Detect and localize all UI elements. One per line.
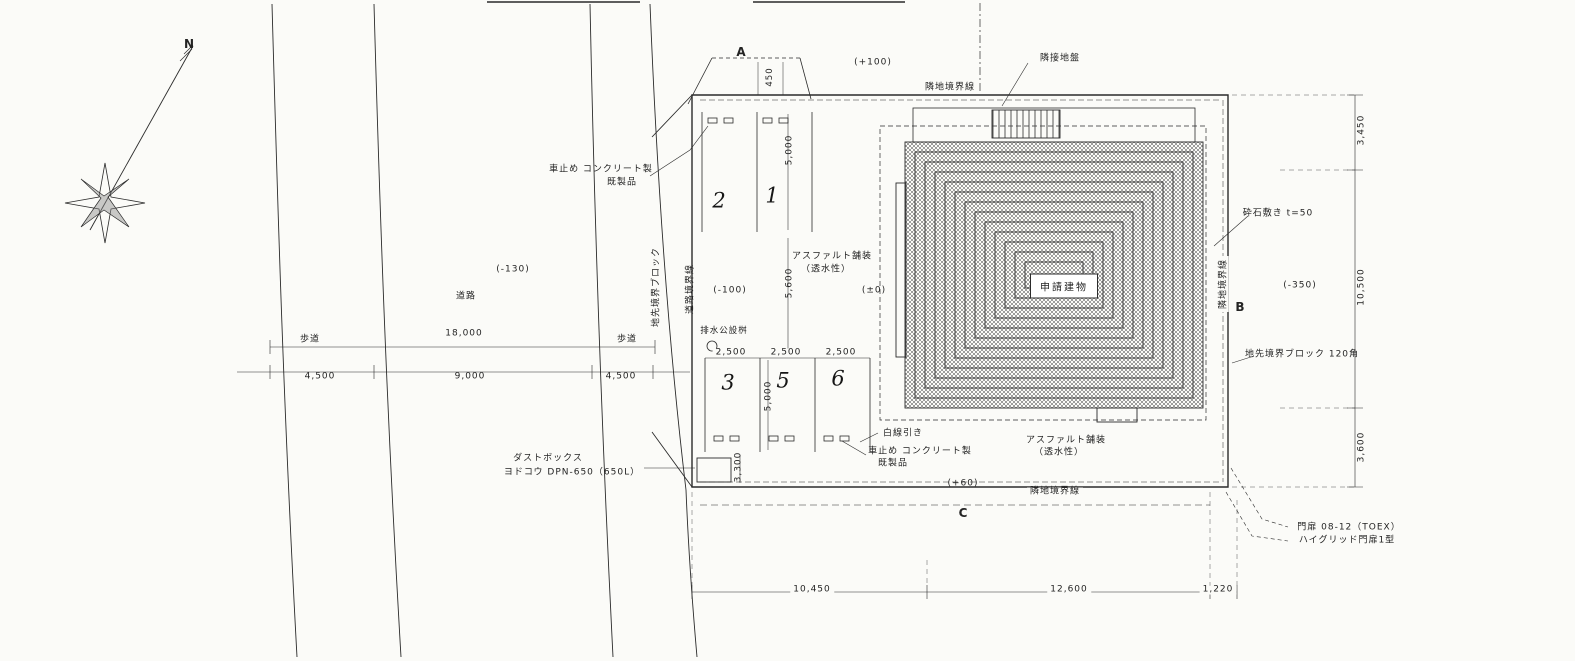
boundary-bottom-label: 隣地境界線 <box>1026 487 1084 497</box>
section-marker-b: B <box>1235 300 1245 314</box>
dustbox-note-line1: ダストボックス <box>513 453 583 464</box>
boundary-right-label: 隣地境界線 <box>1219 255 1229 313</box>
level-east-label: (-350) <box>1283 280 1317 291</box>
east-dim-mid: 10,500 <box>1357 265 1367 309</box>
road-boundary-label: 道路境界線 <box>685 263 696 315</box>
parking-depth-bottom-dim: 5,000 <box>763 380 774 412</box>
east-dimension-line <box>1232 94 1363 488</box>
building-name-box: 申請建物 <box>1030 273 1098 299</box>
wheel-stop <box>723 117 734 124</box>
north-arrow <box>64 44 194 244</box>
south-dim-right: 1,220 <box>1199 585 1237 595</box>
parking-dimension-chain <box>739 114 789 483</box>
road-dim-center: 9,000 <box>451 372 489 382</box>
east-dim-top: 3,450 <box>1357 111 1367 149</box>
north-label: N <box>183 37 195 51</box>
wheel-stop <box>784 435 795 442</box>
wheel-stop <box>707 117 718 124</box>
basin-label: 排水公設桝 <box>700 325 748 336</box>
section-marker-c: C <box>958 506 968 520</box>
wheel-stop <box>778 117 789 124</box>
parking-number-1: 1 <box>765 183 779 208</box>
parking-number-2: 2 <box>712 188 726 213</box>
wheel-stop <box>839 435 850 442</box>
south-dim-left: 10,450 <box>790 585 834 595</box>
leader-lines <box>644 62 1255 469</box>
dustbox-outline <box>696 457 732 483</box>
boundary-top-label: 隣地境界線 <box>921 83 979 93</box>
adjacent-ground-label: 隣接地盤 <box>1039 53 1081 64</box>
frontage-block-label: 地先境界ブロック <box>651 246 662 328</box>
parking-number-5: 5 <box>776 368 790 393</box>
road-dim-left: 4,500 <box>301 372 339 382</box>
entrance-gate-area <box>687 57 812 105</box>
gate-note-line1: 門扉 08-12（TOEX） <box>1297 522 1401 533</box>
gate-offset-dim: 450 <box>764 67 775 87</box>
entrance-steps-hatch <box>991 109 1061 139</box>
road-dim-total: 18,000 <box>442 329 486 339</box>
sidewalk-left-label: 歩道 <box>299 334 321 345</box>
asphalt-note-line1: アスファルト舗装 <box>791 251 873 262</box>
wheel-stop-note-line2: 既製品 <box>606 177 638 188</box>
road-level-label: (-130) <box>496 264 530 275</box>
road-label: 道路 <box>455 291 477 302</box>
east-dim-bottom: 3,600 <box>1357 428 1367 466</box>
wheel-stop <box>762 117 773 124</box>
gate-leader-lines <box>1225 467 1289 542</box>
site-boundary <box>651 3 1229 488</box>
section-marker-a: A <box>736 45 746 59</box>
parking-row-north <box>701 112 813 232</box>
asphalt-note-line2: （透水性） <box>800 264 852 275</box>
stall-width-b-dim: 2,500 <box>767 348 805 358</box>
boundary-block-120-label: 地先境界ブロック 120角 <box>1244 349 1360 360</box>
wheel-stop <box>729 435 740 442</box>
road-dim-right: 4,500 <box>602 372 640 382</box>
white-line-label: 白線引き <box>882 428 924 439</box>
level-parking-label: (-100) <box>713 285 747 296</box>
wheel-stop <box>823 435 834 442</box>
south-dim-mid: 12,600 <box>1047 585 1091 595</box>
level-court-label: (±0) <box>861 285 887 296</box>
stall-width-c-dim: 2,500 <box>822 348 860 358</box>
wheel-stop <box>713 435 724 442</box>
aisle-dim: 5,600 <box>784 267 795 299</box>
crushed-stone-label: 砕石敷き t=50 <box>1242 208 1314 219</box>
wheel-stop2-note-line2: 既製品 <box>877 458 909 469</box>
stall-width-a-dim: 2,500 <box>712 348 750 358</box>
wheel-stop-note-line1: 車止め コンクリート製 <box>549 164 653 175</box>
wheel-stop2-note-line1: 車止め コンクリート製 <box>868 446 972 457</box>
parking-depth-top-dim: 5,000 <box>784 134 795 166</box>
gate-note-line2: ハイグリッド門扉1型 <box>1298 535 1396 546</box>
parking-number-6: 6 <box>831 366 845 391</box>
level-top-label: (+100) <box>854 57 892 68</box>
road-dimension-lines <box>237 340 690 379</box>
dustbox-note-line2: ヨドコウ DPN-650（650L） <box>503 467 641 478</box>
public-basin <box>706 340 718 352</box>
road-edge-lines <box>271 3 698 658</box>
building-outline <box>879 107 1207 423</box>
level-bottom-label: (+60) <box>947 478 979 489</box>
south-dimension-line <box>691 492 1238 599</box>
parking-number-3: 3 <box>721 370 735 395</box>
wheel-stop <box>768 435 779 442</box>
asphalt2-note-line1: アスファルト舗装 <box>1025 435 1107 446</box>
south-offset-dim: 3,300 <box>733 451 744 483</box>
sidewalk-right-label: 歩道 <box>616 334 638 345</box>
asphalt2-note-line2: （透水性） <box>1033 447 1085 458</box>
parking-row-south <box>704 357 871 452</box>
